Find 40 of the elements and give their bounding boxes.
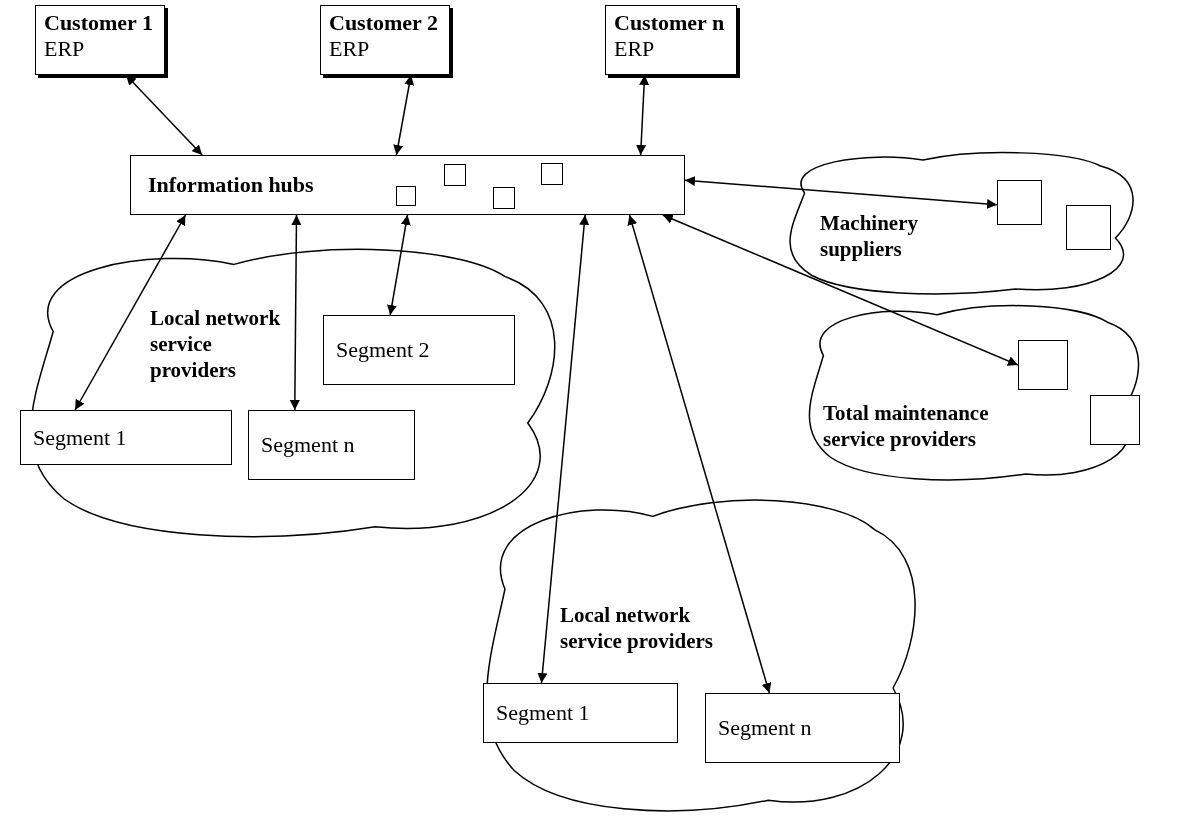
small-square — [396, 186, 416, 206]
box-label: Segment 2 — [336, 337, 430, 363]
small-square — [1090, 395, 1140, 445]
double-arrow — [289, 214, 302, 411]
entity-box — [248, 410, 415, 480]
entity-box — [483, 683, 678, 743]
small-square — [493, 187, 515, 209]
double-arrow — [387, 214, 411, 316]
box-label: Segment 1 — [496, 700, 590, 726]
hub-box — [130, 155, 685, 215]
box-heading: Customer 2 — [329, 10, 438, 36]
double-arrow — [74, 214, 187, 411]
box-heading: Customer n — [614, 10, 725, 36]
double-arrow — [662, 214, 1019, 366]
box-label: ERP — [614, 36, 655, 62]
region-heading: Total maintenance service providers — [823, 400, 990, 452]
box-label: Segment 1 — [33, 424, 127, 451]
region-heading: Local network service providers — [150, 305, 282, 383]
double-arrow — [537, 214, 590, 684]
entity-box — [705, 693, 900, 763]
box-label: Information hubs — [148, 172, 314, 198]
box-label: Segment n — [261, 432, 355, 458]
region-heading: Local network service providers — [560, 602, 714, 654]
small-square — [541, 163, 563, 185]
box-label: ERP — [44, 36, 85, 62]
entity-box — [605, 5, 737, 75]
entity-box — [35, 5, 165, 75]
region-heading: Machinery suppliers — [820, 210, 919, 262]
double-arrow — [627, 214, 772, 694]
small-square — [1018, 340, 1068, 390]
box-label: ERP — [329, 36, 370, 62]
entity-box — [320, 5, 450, 75]
small-square — [1066, 205, 1111, 250]
double-arrow — [684, 176, 998, 209]
entity-box — [323, 315, 515, 385]
box-heading: Customer 1 — [44, 10, 153, 36]
small-square — [997, 180, 1042, 225]
entity-box — [20, 410, 232, 465]
box-label: Segment n — [718, 715, 812, 741]
small-square — [444, 164, 466, 186]
